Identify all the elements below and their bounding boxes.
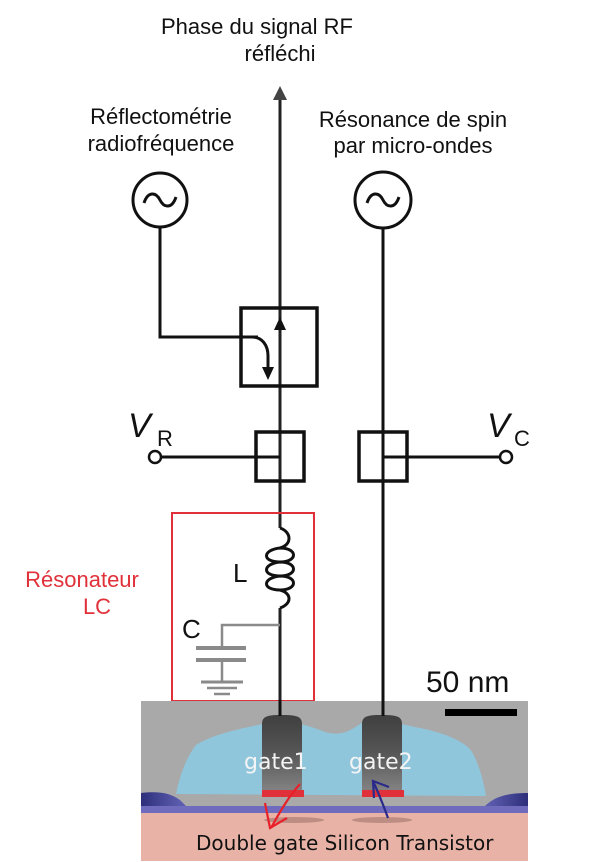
vc-terminal (498, 449, 514, 465)
device-caption: Double gate Silicon Transistor (196, 831, 494, 855)
vr-terminal (147, 449, 163, 465)
gate2-contact (362, 790, 404, 797)
svg-text:V: V (128, 407, 154, 445)
scale-bar-label: 50 nm (426, 666, 509, 699)
vc-label: V C (487, 407, 530, 451)
inductor-icon (265, 526, 295, 610)
red-arrow-icon (263, 783, 301, 830)
transistor-tem-image: gate1 gate2 Double gate Silicon Transist… (141, 701, 528, 861)
rf-source-wire (158, 227, 258, 339)
svg-text:V: V (487, 407, 513, 445)
bias-tee-left-icon (160, 430, 306, 483)
reflected-signal-arrow (273, 86, 287, 703)
substrate-region (141, 813, 528, 861)
resonator-label-line-1: Résonateur (25, 567, 139, 592)
capacitor-icon (196, 623, 280, 681)
inductor-label: L (233, 558, 247, 588)
capacitor-label: C (182, 614, 201, 644)
blue-arrow-icon (371, 779, 390, 819)
bias-tee-right-icon (357, 430, 500, 483)
gate1-label: gate1 (244, 750, 308, 775)
scale-bar (445, 709, 517, 716)
gate2-label: gate2 (349, 750, 413, 775)
gate1-contact (262, 790, 304, 797)
directional-coupler-icon (239, 306, 319, 388)
vr-label: V R (128, 407, 173, 451)
title-line-1: Phase du signal RF (161, 14, 353, 39)
right-source-label-line-1: Résonance de spin (319, 107, 507, 132)
resonator-label-line-2: LC (83, 594, 111, 619)
lc-resonator-highlight-box (171, 512, 315, 702)
left-source-label-line-1: Réflectométrie (90, 104, 232, 129)
spacer-region (176, 721, 486, 796)
left-source-label-line-2: radiofréquence (88, 131, 235, 156)
ground-icon (201, 680, 243, 696)
title-line-2: réfléchi (245, 41, 316, 66)
microwave-source-ac-source-icon (353, 170, 413, 230)
right-source-label-line-2: par micro-ondes (334, 133, 493, 158)
svg-text:C: C (514, 426, 530, 451)
rf-source-ac-source-icon (131, 171, 189, 229)
arrow-up-icon (273, 86, 287, 100)
svg-text:R: R (157, 426, 173, 451)
gate2 (362, 715, 402, 797)
gate1 (262, 715, 302, 797)
